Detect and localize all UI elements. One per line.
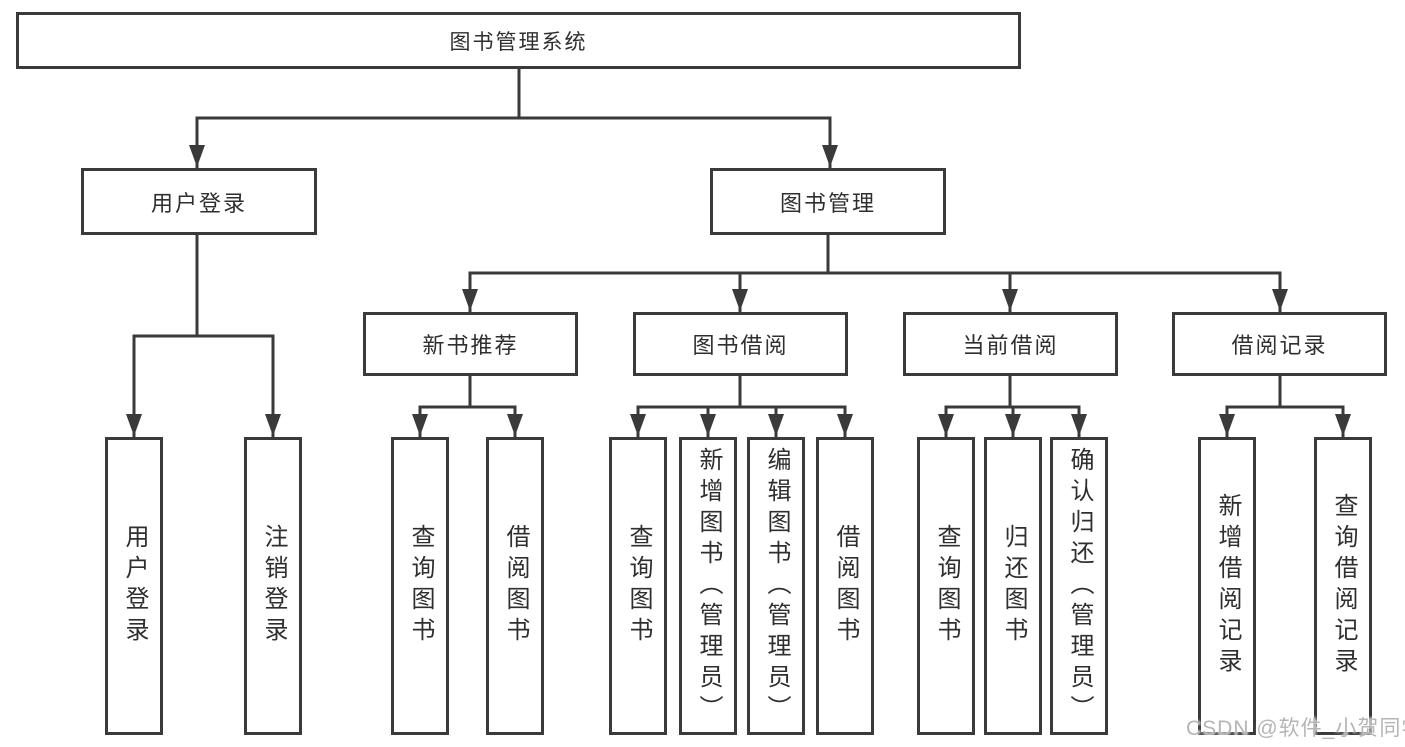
leaf-add-book-admin-label: 新增图书（管理员）: [695, 446, 722, 726]
leaf-query-borrow-record: 查询借阅记录: [1314, 437, 1372, 735]
leaf-borrow-books-borrow: 借阅图书: [816, 437, 874, 735]
leaf-return-book: 归还图书: [984, 437, 1042, 735]
node-borrowing-records-label: 借阅记录: [1231, 333, 1328, 358]
node-current-borrowing: 当前借阅: [903, 312, 1118, 376]
node-book-management: 图书管理: [710, 168, 946, 235]
connector-trunks: [132, 68, 1345, 409]
leaf-edit-book-admin: 编辑图书（管理员）: [747, 437, 805, 735]
leaf-confirm-return-admin: 确认归还（管理员）: [1050, 437, 1108, 735]
csdn-watermark: CSDN @软件_小贺同学: [1186, 717, 1405, 740]
node-root-label: 图书管理系统: [449, 30, 588, 54]
node-new-book-recommendation: 新书推荐: [363, 312, 578, 376]
node-borrowing-records: 借阅记录: [1172, 312, 1387, 376]
leaf-borrow-books-newbook: 借阅图书: [486, 437, 544, 735]
node-book-management-label: 图书管理: [779, 190, 876, 216]
leaf-user-login: 用户登录: [105, 437, 163, 735]
leaf-query-borrow-record-label: 查询借阅记录: [1330, 493, 1357, 679]
leaf-query-books-newbook-label: 查询图书: [407, 524, 434, 648]
node-user-login-branch-label: 用户登录: [150, 190, 247, 216]
leaf-edit-book-admin-label: 编辑图书（管理员）: [763, 446, 790, 726]
leaf-logout-label: 注销登录: [260, 524, 287, 648]
leaf-borrow-books-borrow-label: 借阅图书: [832, 524, 859, 648]
leaf-query-books-borrow: 查询图书: [609, 437, 667, 735]
leaf-add-book-admin: 新增图书（管理员）: [679, 437, 737, 735]
node-current-borrowing-label: 当前借阅: [962, 333, 1059, 358]
leaf-return-book-label: 归还图书: [1000, 524, 1027, 648]
node-book-borrowing: 图书借阅: [633, 312, 848, 376]
node-new-book-recommendation-label: 新书推荐: [422, 333, 519, 358]
node-user-login-branch: 用户登录: [81, 168, 317, 235]
node-book-borrowing-label: 图书借阅: [692, 333, 789, 358]
leaf-confirm-return-admin-label: 确认归还（管理员）: [1066, 446, 1093, 726]
leaf-add-borrow-record: 新增借阅记录: [1198, 437, 1256, 735]
leaf-query-books-current-label: 查询图书: [933, 524, 960, 648]
node-root: 图书管理系统: [16, 12, 1021, 69]
leaf-query-books-newbook: 查询图书: [391, 437, 449, 735]
leaf-user-login-label: 用户登录: [121, 524, 148, 648]
leaf-add-borrow-record-label: 新增借阅记录: [1214, 493, 1241, 679]
leaf-query-books-current: 查询图书: [917, 437, 975, 735]
leaf-borrow-books-newbook-label: 借阅图书: [502, 524, 529, 648]
leaf-query-books-borrow-label: 查询图书: [625, 524, 652, 648]
leaf-logout: 注销登录: [244, 437, 302, 735]
